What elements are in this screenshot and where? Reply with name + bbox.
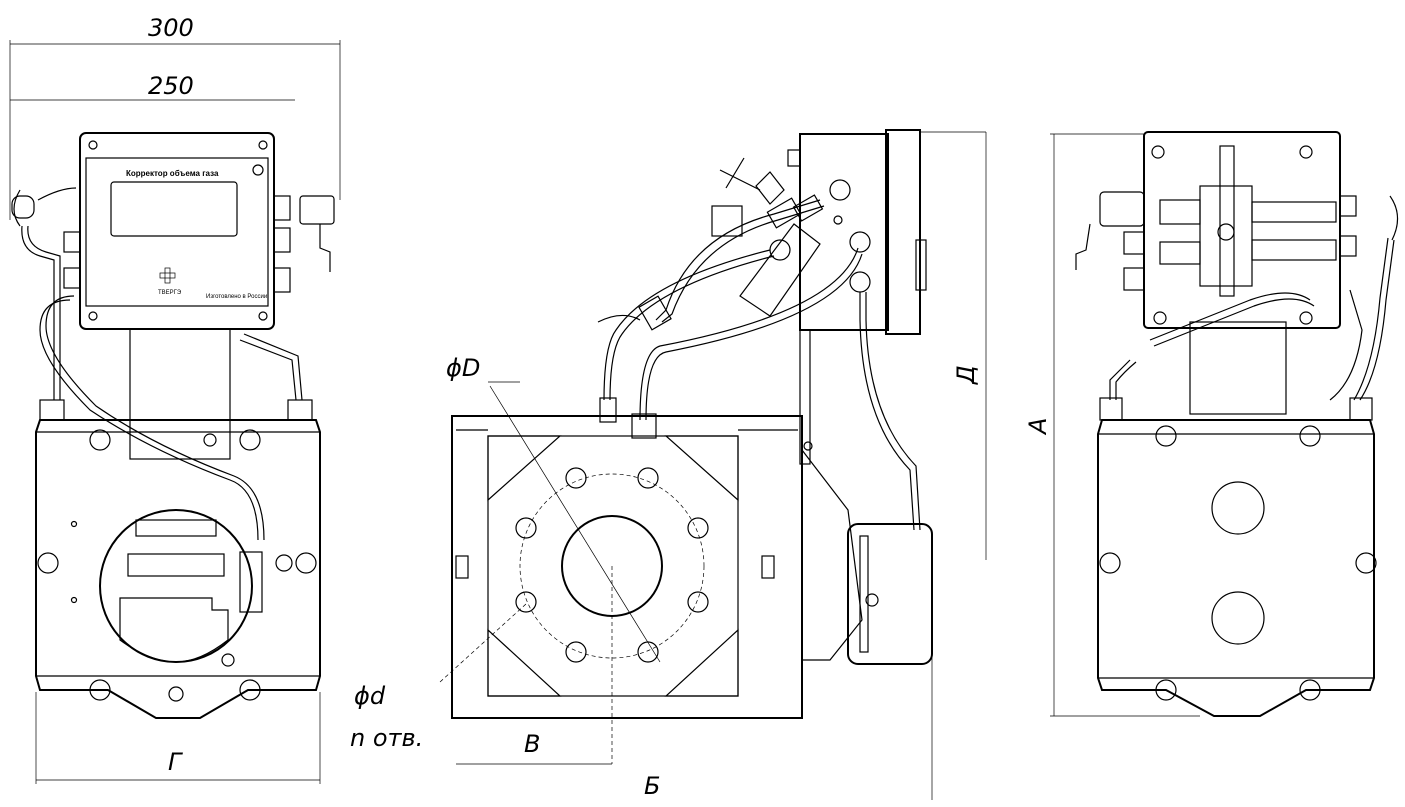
flange-hole bbox=[687, 591, 709, 613]
leader-phiD bbox=[489, 385, 661, 663]
flange-hole bbox=[565, 467, 587, 489]
bolt-icon bbox=[239, 679, 261, 701]
bolt-icon bbox=[1099, 552, 1121, 574]
bolt-icon bbox=[89, 679, 111, 701]
bolt-icon bbox=[37, 552, 59, 574]
rear-view: А bbox=[1024, 131, 1399, 717]
flange-hole bbox=[637, 641, 659, 663]
dim-g-label: Г bbox=[168, 748, 183, 776]
bolt-icon bbox=[295, 552, 317, 574]
flange-hole bbox=[687, 517, 709, 539]
lcd-display bbox=[110, 181, 238, 237]
brand-logo-icon bbox=[159, 267, 176, 284]
screw-icon bbox=[1299, 145, 1313, 159]
brand-name: TBEPГЭ bbox=[158, 290, 182, 296]
leader-phid bbox=[439, 603, 527, 683]
valve-manifold bbox=[739, 223, 821, 317]
corrector-back-plate bbox=[1143, 131, 1341, 329]
dim-phiD-label: ϕD bbox=[446, 354, 480, 382]
made-in-label: Изготовлено в России bbox=[206, 294, 267, 300]
screw-icon bbox=[1151, 145, 1165, 159]
bolt-icon bbox=[1155, 425, 1177, 447]
bolt-icon bbox=[239, 429, 261, 451]
counter-head bbox=[99, 509, 253, 663]
flange-hole bbox=[637, 467, 659, 489]
meter-body-side bbox=[451, 415, 803, 719]
corrector-panel bbox=[85, 157, 269, 307]
bolt-icon bbox=[1299, 679, 1321, 701]
flange-hole bbox=[565, 641, 587, 663]
bolt-icon bbox=[89, 429, 111, 451]
mounting-bracket bbox=[129, 328, 231, 460]
dim-phid-label: ϕd bbox=[354, 682, 386, 710]
side-view: ϕD ϕd n отв. В Б bbox=[350, 129, 987, 800]
dim-d-label: Д bbox=[952, 365, 980, 385]
port-circle bbox=[1211, 591, 1265, 645]
bolt-icon bbox=[1155, 679, 1177, 701]
counter-head-side bbox=[847, 523, 933, 665]
panel-title: Корректор объема газа bbox=[126, 169, 219, 178]
flange-hole bbox=[515, 591, 537, 613]
dim-v-label: В bbox=[524, 730, 540, 758]
dim-a-label: А bbox=[1024, 418, 1052, 436]
bolt-circle bbox=[519, 473, 705, 659]
dim-n-holes-label: n отв. bbox=[350, 724, 423, 752]
bolt-icon bbox=[1299, 425, 1321, 447]
screw-icon bbox=[88, 311, 98, 321]
dim-b-label: Б bbox=[644, 772, 660, 800]
bolt-icon bbox=[1355, 552, 1377, 574]
flange-hole bbox=[515, 517, 537, 539]
screw-icon bbox=[258, 140, 268, 150]
port-circle bbox=[1211, 481, 1265, 535]
counter-window bbox=[127, 553, 225, 577]
manifold-back bbox=[1199, 185, 1253, 287]
screw-icon bbox=[88, 140, 98, 150]
front-view: 300 250 Корректор объема газа TBEPГЭ Изг… bbox=[9, 14, 341, 784]
screw-icon bbox=[1299, 311, 1313, 325]
corrector-side bbox=[799, 133, 889, 331]
meter-body bbox=[35, 419, 321, 719]
meter-body-back bbox=[1097, 419, 1375, 717]
screw-icon bbox=[1153, 311, 1167, 325]
dim-250-label: 250 bbox=[148, 72, 194, 100]
dim-300-label: 300 bbox=[148, 14, 194, 42]
screw-icon bbox=[258, 311, 268, 321]
